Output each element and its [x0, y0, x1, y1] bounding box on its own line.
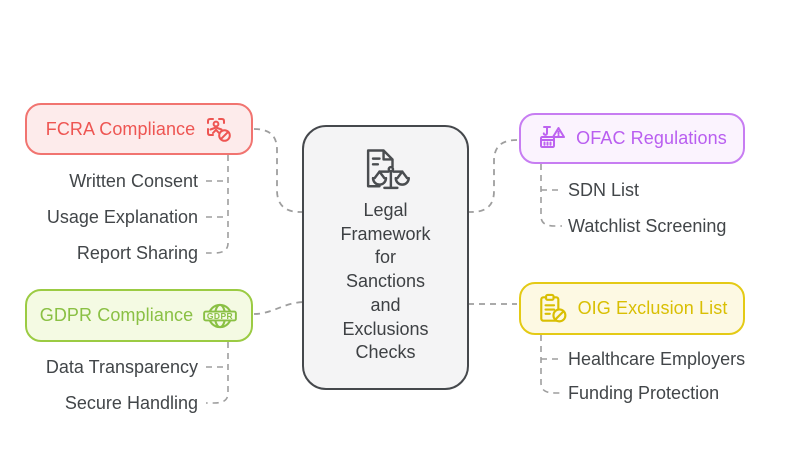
gdpr-banner-label: GDPR — [207, 310, 233, 320]
branch-oig-exclusion-list: OIG Exclusion List — [519, 282, 745, 335]
child-item-report-sharing: Report Sharing — [76, 243, 198, 263]
connector-gdpr-children — [206, 342, 229, 404]
legal-document-scales-icon — [366, 149, 410, 190]
clipboard-denied-icon — [539, 293, 567, 322]
connector-ofac-children — [540, 164, 562, 227]
child-item-healthcare-employers: Healthcare Employers — [568, 349, 746, 369]
center-title-line: Exclusions — [342, 318, 429, 339]
child-item-written-consent: Written Consent — [69, 171, 198, 191]
connector-ofac-to-center — [468, 139, 518, 213]
connector-fcra-to-center — [253, 128, 303, 213]
child-item-sdn-list: SDN List — [568, 180, 640, 200]
child-item-data-transparency: Data Transparency — [45, 357, 198, 377]
center-title-line: for — [374, 247, 396, 268]
branch-label: GDPR Compliance — [39, 305, 194, 325]
connector-oig-children — [540, 335, 562, 394]
branch-ofac-regulations: OFAC Regulations — [519, 113, 745, 164]
branch-label: FCRA Compliance — [45, 118, 196, 139]
branch-label: OIG Exclusion List — [577, 298, 728, 318]
center-node: Legal Framework for Sanctions and Exclus… — [302, 125, 469, 390]
center-title-line: Sanctions — [345, 271, 426, 292]
child-item-usage-explanation: Usage Explanation — [46, 207, 198, 227]
connector-fcra-children — [206, 155, 229, 254]
child-item-funding-protection: Funding Protection — [568, 383, 720, 403]
child-item-secure-handling: Secure Handling — [64, 393, 198, 413]
branch-fcra-compliance: FCRA Compliance — [25, 103, 253, 155]
center-title-line: Checks — [355, 342, 416, 363]
center-title-line: and — [370, 294, 401, 315]
branch-gdpr-compliance: GDPR Compliance GDPR — [25, 289, 253, 342]
child-item-watchlist-screening: Watchlist Screening — [568, 216, 727, 236]
center-title-line: Legal — [363, 200, 408, 220]
connector-gdpr-to-center — [253, 301, 304, 315]
cargo-crane-warning-icon — [540, 125, 566, 148]
center-node-title: Legal Framework for Sanctions and Exclus… — [340, 199, 430, 365]
gdpr-globe-icon: GDPR — [203, 303, 238, 328]
identity-scan-denied-icon — [207, 118, 232, 142]
center-title-line: Framework — [340, 223, 431, 244]
branch-label: OFAC Regulations — [576, 128, 727, 148]
